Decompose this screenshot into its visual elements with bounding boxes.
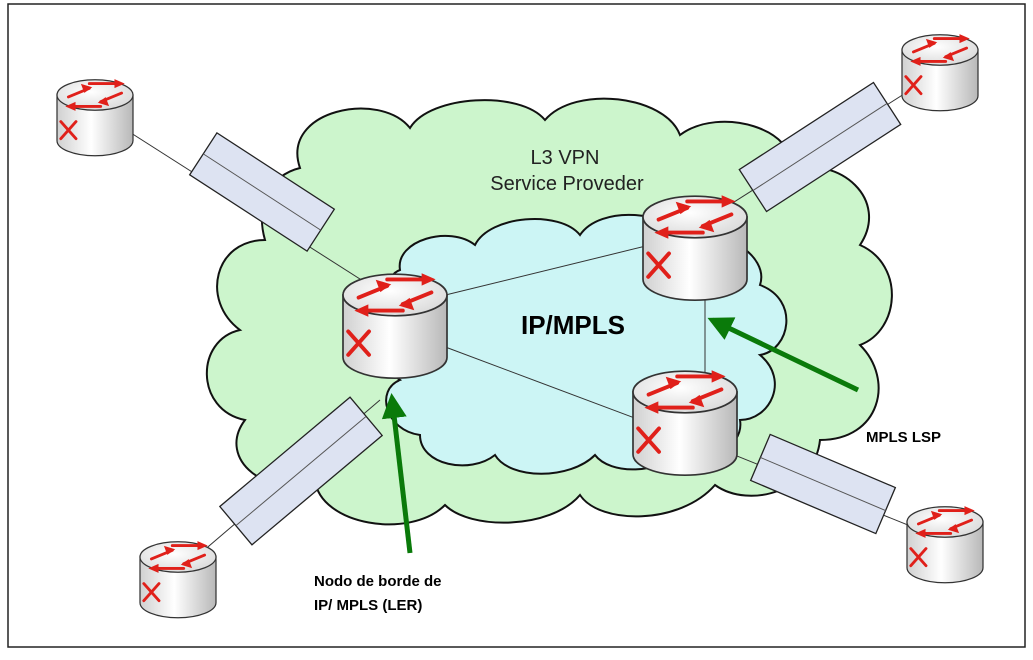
router-icon [905,505,985,585]
router-icon [631,369,739,478]
inner-cloud-label: IP/MPLS [521,310,625,340]
outer-cloud-label-line2: Service Proveder [490,173,644,195]
ler-pointer-arrow [381,393,413,554]
router-icon [641,194,749,303]
outer-cloud-label-line1: L3 VPN [531,147,600,169]
ler-label-line2: IP/ MPLS (LER) [314,597,422,614]
router-icon [55,78,135,158]
router-icon [138,540,218,620]
router-icon [900,33,980,113]
vpn-tunnel [749,433,897,535]
core-links [424,244,706,421]
ler-label-line1: Nodo de borde de [314,573,442,590]
router-icon [341,272,449,381]
vpn-tunnel [738,81,902,213]
lsp-pointer-arrow [707,317,860,393]
vpn-tunnel [188,132,336,252]
lsp-label: MPLS LSP [866,429,941,446]
vpn-tunnel [218,396,384,546]
vpn-tunnels [188,81,902,546]
